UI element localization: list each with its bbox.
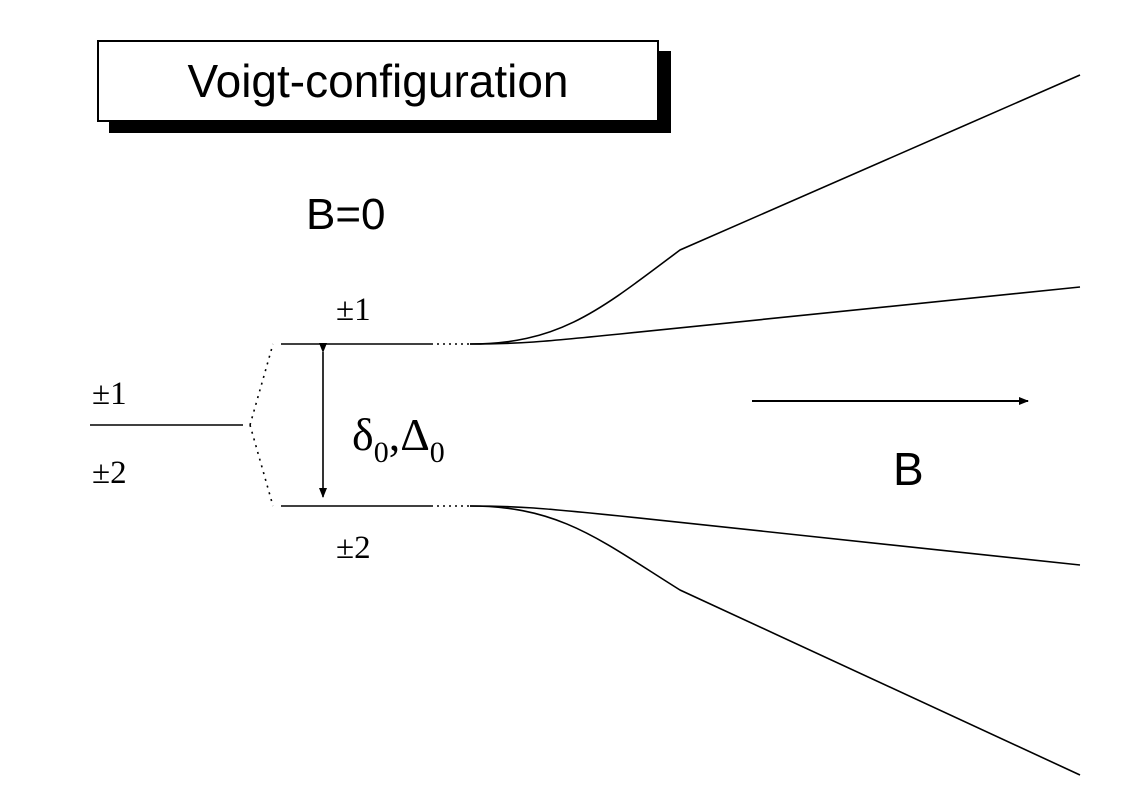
zero-field-label: B=0 [306, 190, 386, 239]
upper-branch-shallow [469, 286, 1081, 345]
dotted-connector-lower [249, 424, 274, 507]
title-box: Voigt-configuration [97, 40, 659, 122]
capital-delta-subscript: 0 [429, 436, 445, 469]
splitting-label: δ0,Δ0 [352, 409, 445, 468]
level-label-left-lower: ±2 [92, 455, 127, 491]
upper-branch-steep [469, 74, 1081, 345]
delta-subscript: 0 [373, 436, 389, 469]
delta-symbol: δ [352, 409, 374, 460]
capital-delta-symbol: Δ [400, 409, 430, 460]
dotted-connector-upper [249, 343, 274, 426]
lower-branch-shallow [469, 505, 1081, 566]
title-text: Voigt-configuration [187, 55, 569, 107]
splitting-separator: , [388, 409, 401, 460]
field-label: B [893, 443, 924, 495]
level-label-right-upper: ±1 [336, 292, 371, 328]
lower-branch-steep [469, 505, 1081, 776]
level-label-right-lower: ±2 [336, 530, 371, 566]
level-label-left-upper: ±1 [92, 376, 127, 412]
